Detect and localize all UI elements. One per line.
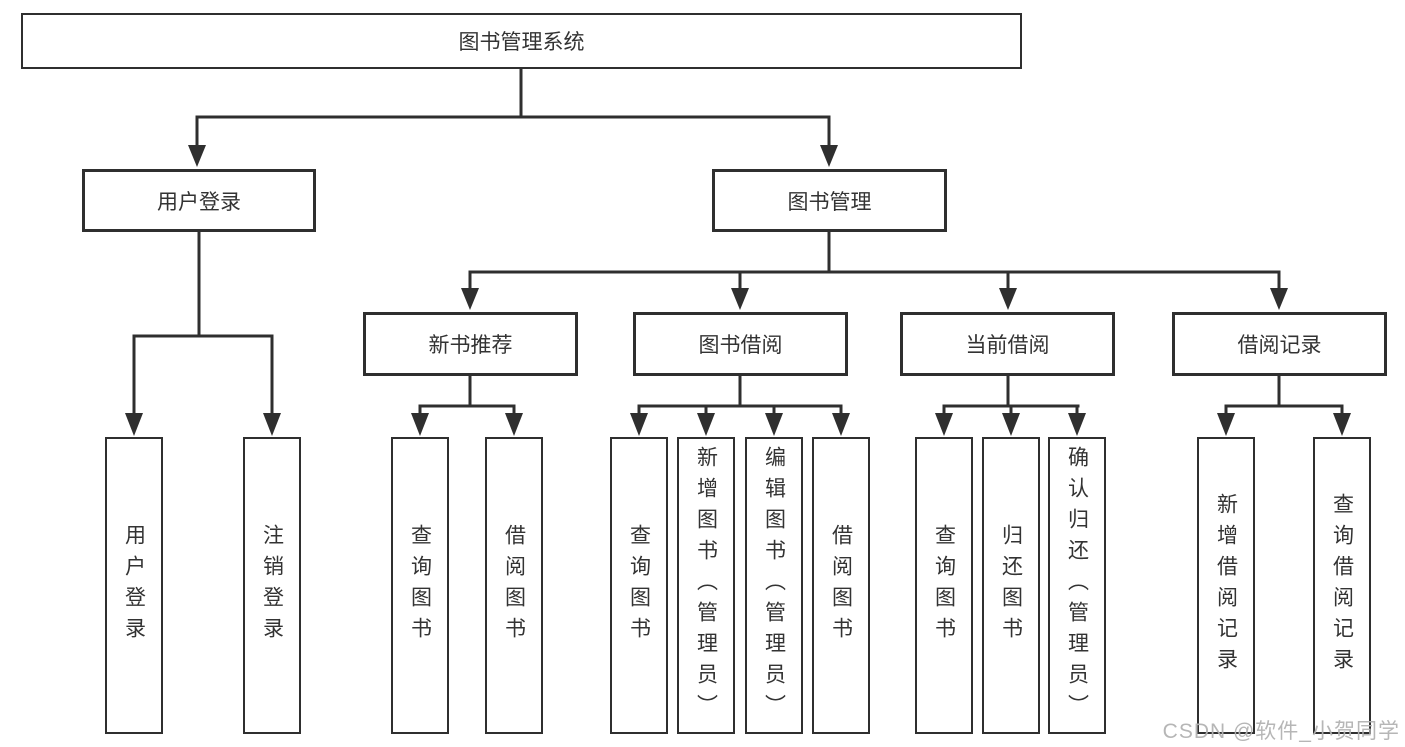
node-label: 借阅记录 [1237, 334, 1322, 357]
leaf-query-books-recommend: 查询图书 [391, 437, 449, 734]
node-label: 查询图书 [627, 523, 651, 648]
node-library-system: 图书管理系统 [21, 13, 1022, 69]
node-label: 借阅图书 [502, 523, 526, 648]
csdn-watermark: CSDN @软件_小贺同学 [1162, 720, 1400, 743]
node-label: 确认归还（管理员） [1065, 446, 1089, 725]
node-label: 新书推荐 [428, 334, 513, 357]
leaf-edit-book-admin: 编辑图书（管理员） [745, 437, 803, 734]
arrowheads [125, 145, 1351, 436]
node-label: 归还图书 [999, 523, 1023, 648]
node-label: 查询借阅记录 [1330, 492, 1354, 679]
node-label: 图书管理 [787, 190, 872, 214]
node-book-management: 图书管理 [712, 169, 947, 232]
node-current-borrowing: 当前借阅 [900, 312, 1115, 376]
leaf-borrow-books-recommend: 借阅图书 [485, 437, 543, 734]
node-label: 用户登录 [122, 523, 146, 648]
leaf-logout: 注销登录 [243, 437, 301, 734]
node-book-borrowing: 图书借阅 [633, 312, 848, 376]
node-label: 查询图书 [932, 523, 956, 648]
leaf-add-book-admin: 新增图书（管理员） [677, 437, 735, 734]
leaf-user-login: 用户登录 [105, 437, 163, 734]
node-label: 图书管理系统 [458, 31, 585, 54]
node-borrowing-records: 借阅记录 [1172, 312, 1387, 376]
node-label: 借阅图书 [829, 523, 853, 648]
leaf-query-books-borrowing: 查询图书 [610, 437, 668, 734]
leaf-add-borrow-record: 新增借阅记录 [1197, 437, 1255, 734]
node-label: 编辑图书（管理员） [762, 446, 786, 725]
node-label: 用户登录 [157, 190, 241, 214]
node-new-book-recommend: 新书推荐 [363, 312, 578, 376]
node-user-login: 用户登录 [82, 169, 316, 232]
node-label: 图书借阅 [698, 334, 783, 357]
node-label: 当前借阅 [965, 334, 1050, 357]
leaf-query-borrow-record: 查询借阅记录 [1313, 437, 1371, 734]
leaf-confirm-return-admin: 确认归还（管理员） [1048, 437, 1106, 734]
node-label: 注销登录 [260, 523, 284, 648]
leaf-borrow-books: 借阅图书 [812, 437, 870, 734]
node-label: 新增图书（管理员） [694, 446, 718, 725]
leaf-query-books-current: 查询图书 [915, 437, 973, 734]
leaf-return-book: 归还图书 [982, 437, 1040, 734]
node-label: 新增借阅记录 [1214, 492, 1238, 679]
node-label: 查询图书 [408, 523, 432, 648]
